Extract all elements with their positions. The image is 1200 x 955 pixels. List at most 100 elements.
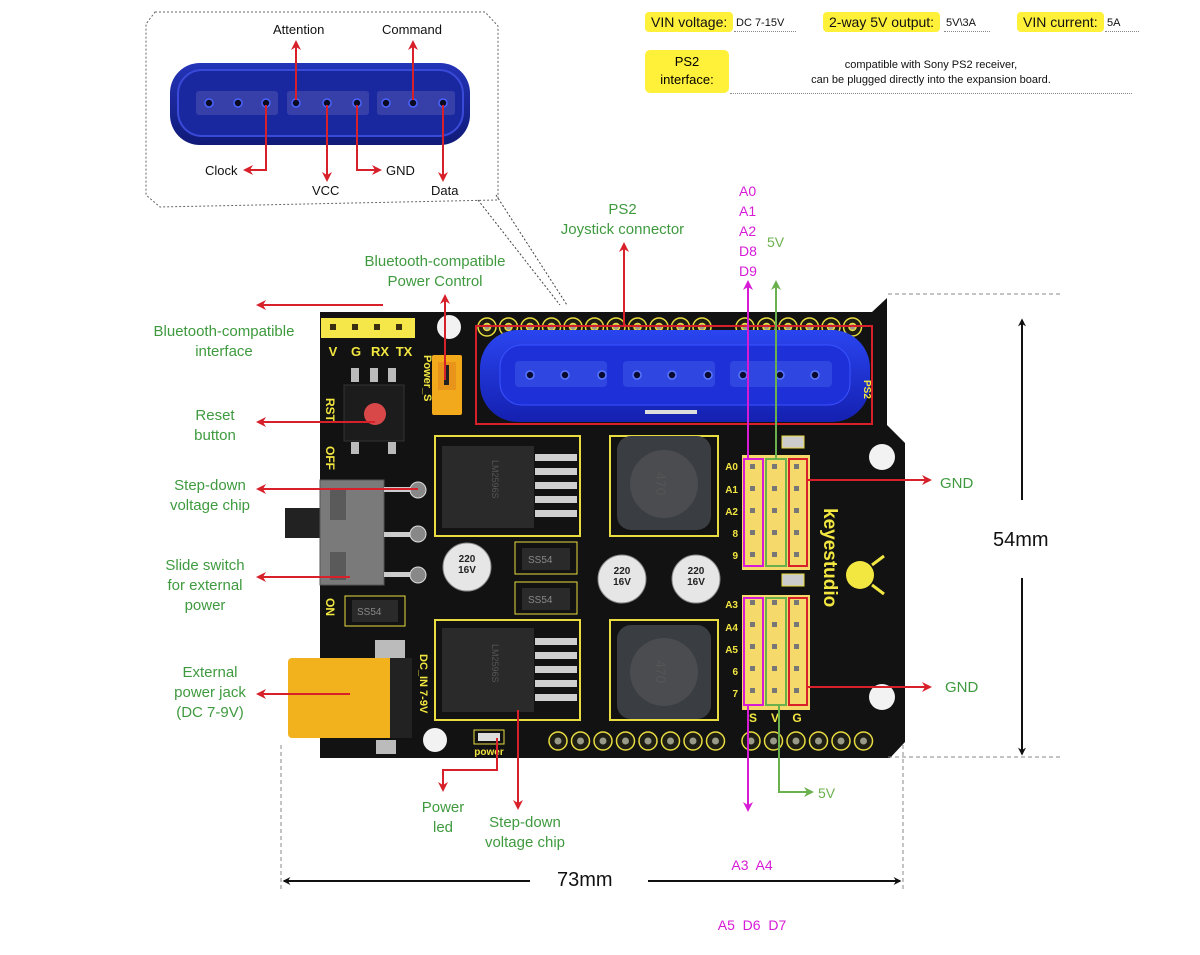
callout-line: Slide switch — [165, 557, 245, 574]
callout-reset-button: Reset button — [165, 406, 265, 446]
spec-value-5v-output: 5V\3A — [944, 17, 990, 32]
callout-5v-top: 5V — [767, 234, 785, 250]
signal-label: A2 — [739, 223, 757, 239]
callout-line: PS2 — [608, 201, 637, 218]
header-pad — [853, 731, 874, 751]
header-pin — [750, 486, 755, 491]
silk-col-g: G — [792, 711, 801, 725]
callout-line: Step-down — [489, 814, 561, 831]
mounting-hole — [423, 728, 447, 752]
header-pin — [794, 486, 799, 491]
header-pin — [772, 508, 777, 513]
silk-row-a3: A3 — [725, 600, 738, 611]
ps2-pinout-arrows — [243, 40, 448, 182]
arrow-5v-bottom — [778, 705, 814, 797]
spec-key-ps2-interface: PS2 interface: — [645, 50, 729, 93]
callout-line: Bluetooth-compatible — [153, 323, 295, 340]
chip-marking-bottom: LM2596S — [490, 644, 500, 683]
capacitor-markings: 220 16V 220 16V 220 16V — [458, 554, 705, 588]
silk-row-9: 9 — [732, 551, 738, 562]
diode-marking: SS54 — [528, 595, 553, 606]
callout-line: voltage chip — [169, 497, 251, 514]
callout-line: Power Control — [387, 273, 483, 290]
pin-label-clock: Clock — [205, 163, 238, 178]
silk-col-v: V — [771, 711, 779, 725]
header-pin — [772, 644, 777, 649]
signal-arrows — [743, 280, 814, 812]
callout-line: led — [432, 819, 454, 836]
signal-label: A0 — [739, 183, 757, 199]
header-pin — [794, 622, 799, 627]
header-pin — [794, 464, 799, 469]
ps2-connector-closeup — [170, 63, 470, 145]
callout-arrows — [256, 242, 932, 810]
callout-line: button — [194, 427, 236, 444]
silk-col-s: S — [749, 711, 757, 725]
callout-line: for external — [167, 577, 243, 594]
signal-label: A5 D6 D7 — [717, 917, 787, 933]
header-pin — [772, 600, 777, 605]
callout-line: voltage chip — [484, 834, 566, 851]
spec-value-ps2-line1: compatible with Sony PS2 receiver, — [844, 59, 1018, 71]
diode-marking: SS54 — [528, 555, 553, 566]
inset-leader-2 — [495, 194, 568, 306]
cap-marking: 220 — [614, 566, 631, 577]
board-diagram: V G RX TX RST OFF ON Power_S DC_IN 7-9V … — [145, 11, 1060, 890]
spec-key-ps2-line2: interface: — [660, 72, 714, 87]
cap-marking: 16V — [458, 565, 476, 576]
callout-line: power jack — [174, 684, 246, 701]
diode-marking: SS54 — [357, 607, 382, 618]
header-pad — [548, 731, 568, 751]
signal-label: D9 — [739, 263, 757, 279]
signal-label: A3 A4 — [731, 857, 773, 873]
header-pad — [615, 731, 636, 751]
spec-value-ps2-line2: can be plugged directly into the expansi… — [811, 74, 1051, 86]
spec-key-ps2-line1: PS2 — [674, 54, 700, 69]
callout-line: Power — [421, 799, 465, 816]
signal-label: D8 — [739, 243, 757, 259]
header-pin — [750, 464, 755, 469]
header-pad — [831, 731, 851, 751]
silk-ps2: PS2 — [861, 380, 872, 399]
silk-row-a0: A0 — [725, 462, 738, 473]
silk-row-a4: A4 — [725, 623, 738, 634]
signal-labels-top: A0 A1 A2 D8 D9 — [739, 181, 757, 281]
silk-power-s: Power_S — [421, 355, 433, 401]
silk-row-a2: A2 — [725, 507, 738, 518]
power-jack-body — [288, 658, 398, 738]
inductor-marking-bottom: 470 — [653, 660, 669, 684]
silk-rst: RST — [323, 398, 337, 423]
dimension-lines — [280, 293, 1060, 890]
ps2-connector-highlight — [475, 325, 873, 425]
keyestudio-logo-icon — [846, 554, 885, 596]
silk-row-a5: A5 — [725, 645, 738, 656]
spec-value-ps2-interface: compatible with Sony PS2 receiver, can b… — [730, 58, 1132, 94]
header-pin — [750, 622, 755, 627]
callout-line: Reset — [195, 407, 235, 424]
header-pad — [660, 731, 681, 751]
header-pin — [794, 600, 799, 605]
header-pin — [750, 600, 755, 605]
reset-button-cap — [364, 403, 386, 425]
callout-stepdown-bottom: Step-down voltage chip — [470, 813, 580, 853]
silk-row-7: 7 — [732, 689, 738, 700]
dimension-height: 54mm — [993, 529, 1049, 551]
header-pin — [772, 486, 777, 491]
callout-stepdown-left: Step-down voltage chip — [150, 476, 270, 516]
spec-key-vin-voltage: VIN voltage: — [645, 12, 734, 32]
header-pin — [750, 508, 755, 513]
callout-line: (DC 7-9V) — [176, 704, 244, 721]
callout-ps2-joystick: PS2 Joystick connector — [540, 200, 705, 240]
mounting-hole — [869, 444, 895, 470]
header-pin — [794, 666, 799, 671]
callout-line: interface — [195, 343, 253, 360]
silk-row-6: 6 — [732, 667, 738, 678]
header-pad — [741, 731, 761, 751]
callout-line: power — [184, 597, 226, 614]
arrow-power-led — [438, 738, 498, 792]
callout-line: Joystick connector — [560, 221, 685, 238]
dimension-width: 73mm — [557, 869, 613, 891]
spec-key-vin-current: VIN current: — [1017, 12, 1104, 32]
header-pin — [750, 552, 755, 557]
silk-bt-v: V — [329, 344, 338, 359]
